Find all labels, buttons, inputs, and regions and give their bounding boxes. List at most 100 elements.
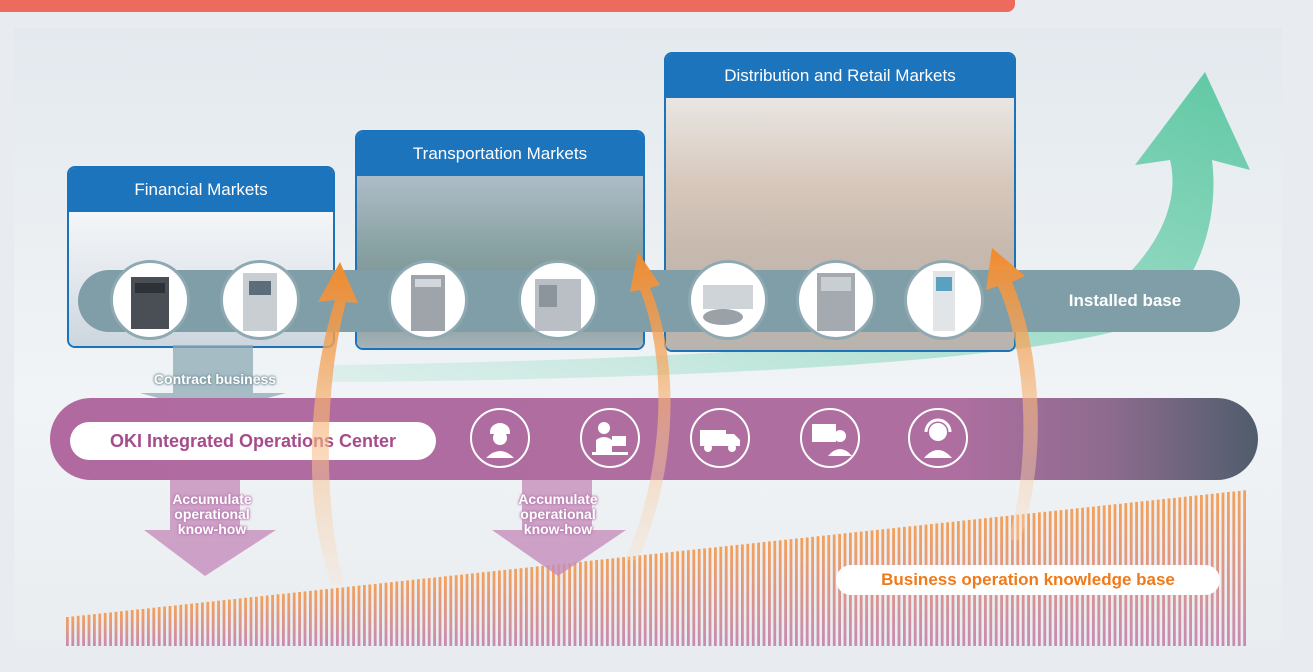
knowledge-stripe: [114, 611, 118, 646]
knowledge-stripe: [179, 604, 183, 646]
knowledge-stripe: [552, 564, 555, 646]
knowledge-stripe: [487, 571, 490, 646]
knowledge-arrow-transportation: [625, 252, 671, 560]
knowledge-stripe: [697, 549, 701, 646]
accumulate-1-line-2: operational: [174, 506, 250, 522]
knowledge-stripe: [163, 606, 166, 646]
knowledge-stripe: [438, 576, 442, 646]
knowledge-stripe: [66, 617, 69, 646]
knowledge-stripe: [325, 589, 328, 646]
delivery-truck-icon: [690, 408, 750, 468]
accumulate-2-line-3: know-how: [523, 521, 593, 537]
knowledge-stripe: [519, 568, 523, 646]
cash-recycler-device: [110, 260, 190, 340]
cash-machine-device: [796, 260, 876, 340]
knowledge-stripe: [174, 605, 177, 646]
knowledge-stripe: [778, 540, 782, 646]
contract-business-arrow: [140, 345, 286, 413]
knowledge-stripe: [535, 566, 539, 646]
knowledge-stripe: [341, 587, 345, 646]
knowledge-stripe: [82, 615, 85, 646]
knowledge-stripe: [789, 539, 793, 646]
contract-business-label: Contract business: [153, 371, 277, 387]
knowledge-stripe: [363, 585, 366, 646]
knowledge-stripe: [152, 607, 156, 646]
knowledge-stripe: [449, 575, 453, 646]
knowledge-stripe: [687, 550, 690, 646]
knowledge-stripe: [1227, 492, 1230, 646]
accumulate-2-line-1: Accumulate: [518, 491, 598, 507]
knowledge-stripe: [1232, 491, 1236, 646]
knowledge-stripe: [292, 592, 296, 646]
knowledge-stripe: [276, 594, 280, 646]
knowledge-stripe: [627, 556, 631, 646]
knowledge-stripe: [600, 559, 604, 646]
atm-device: [220, 260, 300, 340]
knowledge-stripe: [692, 549, 696, 646]
knowledge-stripe: [406, 580, 409, 646]
knowledge-stripe: [271, 594, 274, 646]
market-financial-title: Financial Markets: [69, 168, 333, 212]
knowledge-stripe: [816, 536, 820, 646]
knowledge-stripe: [352, 586, 355, 646]
knowledge-stripe: [827, 535, 831, 646]
knowledge-stripe: [395, 581, 399, 646]
knowledge-stripe: [476, 572, 480, 646]
knowledge-stripe: [805, 537, 809, 646]
knowledge-stripe: [676, 551, 679, 646]
field-engineer-icon: [470, 408, 530, 468]
accumulate-label-1: Accumulate operational know-how: [152, 492, 272, 537]
knowledge-stripe: [130, 610, 134, 646]
knowledge-stripe: [568, 562, 571, 646]
knowledge-stripe: [298, 592, 301, 646]
knowledge-stripe: [481, 572, 485, 646]
knowledge-stripe: [460, 574, 463, 646]
knowledge-stripe: [622, 557, 625, 646]
knowledge-stripe: [260, 596, 264, 646]
top-accent-bar: [0, 0, 1015, 12]
knowledge-stripe: [433, 577, 436, 646]
knowledge-stripe: [87, 614, 91, 646]
knowledge-stripe: [454, 575, 458, 646]
knowledge-stripe: [427, 578, 431, 646]
knowledge-stripe: [514, 568, 517, 646]
knowledge-stripe: [109, 612, 112, 646]
knowledge-stripe: [309, 590, 312, 646]
knowledge-stripe: [730, 545, 733, 646]
knowledge-stripe: [822, 535, 825, 646]
knowledge-stripe: [147, 608, 150, 646]
knowledge-stripe: [411, 579, 415, 646]
accumulate-1-line-3: know-how: [177, 521, 247, 537]
knowledge-base-label: Business operation knowledge base: [836, 565, 1220, 595]
knowledge-stripe: [562, 563, 566, 646]
knowledge-stripe: [703, 548, 706, 646]
knowledge-stripe: [346, 586, 350, 646]
accumulate-arrow-1: [144, 480, 276, 576]
knowledge-stripe: [319, 589, 323, 646]
knowledge-stripe: [525, 567, 528, 646]
knowledge-stripe: [557, 564, 561, 646]
knowledge-stripe: [357, 585, 361, 646]
knowledge-stripe: [71, 616, 75, 646]
knowledge-stripe: [287, 593, 291, 646]
knowledge-stripe: [157, 607, 161, 646]
knowledge-stripe: [795, 538, 798, 646]
knowledge-stripe: [465, 574, 469, 646]
knowledge-stripe: [541, 565, 544, 646]
knowledge-stripe: [265, 595, 269, 646]
knowledge-stripe: [714, 547, 717, 646]
knowledge-stripe: [616, 557, 620, 646]
knowledge-stripe: [238, 598, 242, 646]
knowledge-stripe: [638, 555, 642, 646]
knowledge-stripe: [579, 561, 582, 646]
knowledge-stripe: [384, 582, 388, 646]
knowledge-stripe: [546, 565, 550, 646]
knowledge-stripe: [784, 539, 787, 646]
knowledge-stripe: [681, 550, 685, 646]
knowledge-arrow-financial: [311, 262, 358, 585]
accumulate-arrow-2: [492, 480, 626, 576]
knowledge-stripe: [530, 567, 534, 646]
knowledge-stripe: [368, 584, 372, 646]
knowledge-stripe: [741, 544, 744, 646]
